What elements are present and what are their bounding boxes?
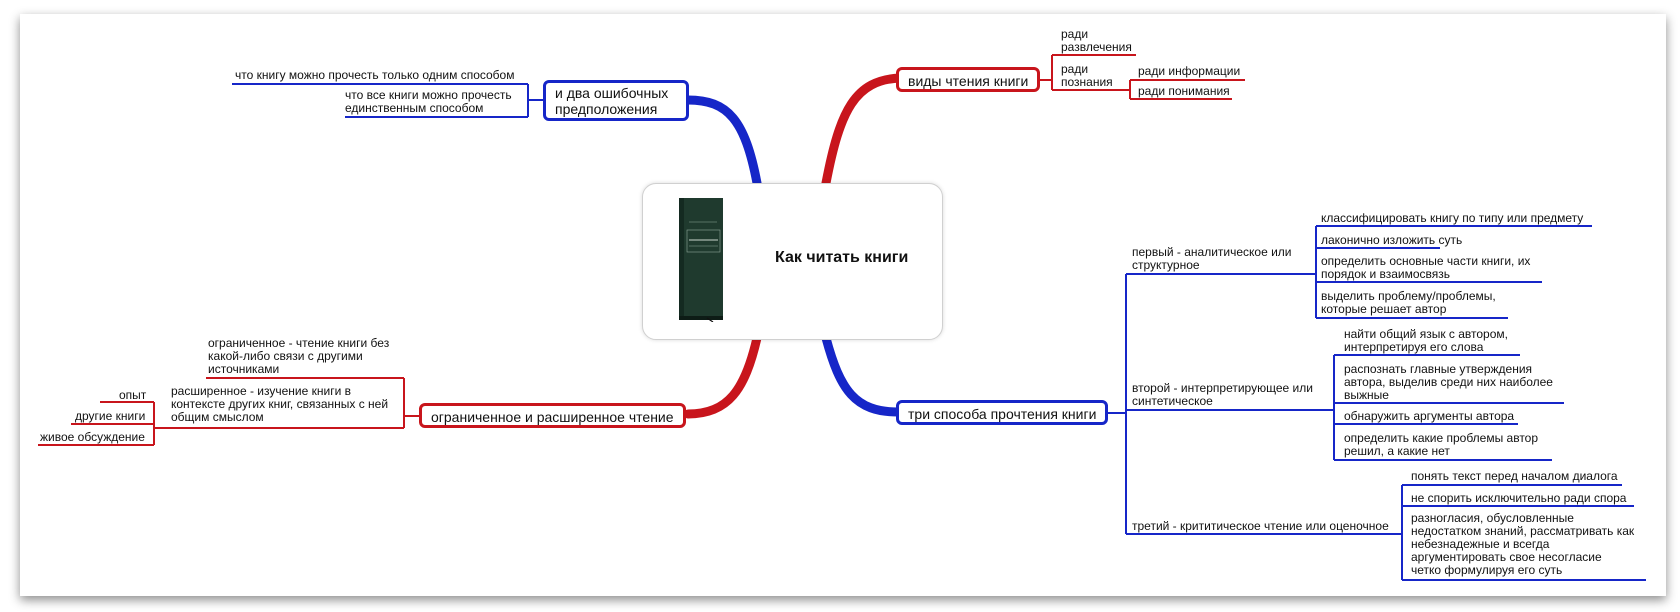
errors-item-one-way[interactable]: что книгу можно прочесть только одним сп… — [235, 68, 515, 82]
second-item-2[interactable]: распознать главные утверждения автора, в… — [1344, 362, 1553, 402]
views-item-understanding[interactable]: ради понимания — [1138, 84, 1230, 98]
views-underline-knowledge — [1052, 80, 1131, 99]
branch-curve-limited — [683, 333, 762, 419]
views-item-entertainment[interactable]: ради развлечения — [1061, 27, 1132, 54]
third-item-3[interactable]: разногласия, обусловленные недостатком з… — [1411, 511, 1635, 577]
limited-item-limited-def[interactable]: ограниченное - чтение книги без какой-ли… — [208, 336, 390, 376]
limited-connector — [403, 378, 419, 428]
limited-item-experience[interactable]: опыт — [119, 388, 147, 402]
second-item-1[interactable]: найти общий язык с автором, интерпретиру… — [1344, 327, 1508, 354]
errors-item-all-books[interactable]: что все книги можно прочесть единственны… — [345, 88, 512, 115]
first-item-4[interactable]: выделить проблему/проблемы, которые реша… — [1321, 289, 1496, 316]
first-item-1[interactable]: классифицировать книгу по типу или предм… — [1321, 211, 1584, 225]
methods-second-label[interactable]: второй - интерпретирующее или синтетичес… — [1132, 381, 1313, 408]
central-topic[interactable]: Как читать книги — [642, 183, 943, 340]
topic-methods[interactable]: три способа прочтения книги — [896, 400, 1109, 425]
methods-first-label[interactable]: первый - аналитическое или структурное — [1132, 245, 1292, 272]
topic-views[interactable]: виды чтения книги — [896, 67, 1041, 92]
central-topic-title: Как читать книги — [775, 249, 909, 266]
limited-item-discussion[interactable]: живое обсуждение — [40, 430, 145, 444]
first-item-3[interactable]: определить основные части книги, их поря… — [1321, 254, 1531, 281]
errors-connector — [527, 84, 543, 117]
branch-curve-views — [821, 73, 905, 188]
views-item-information[interactable]: ради информации — [1138, 64, 1241, 78]
book-cover-image — [677, 198, 725, 322]
limited-item-other-books[interactable]: другие книги — [75, 409, 146, 423]
limited-item-extended-def[interactable]: расширенное - изучение книги в контексте… — [171, 384, 389, 424]
third-item-2[interactable]: не спорить исключительно ради спора — [1411, 491, 1627, 505]
second-item-3[interactable]: обнаружить аргументы автора — [1344, 409, 1515, 423]
branch-curve-errors — [683, 95, 762, 188]
second-item-4[interactable]: определить какие проблемы автор решил, а… — [1344, 431, 1539, 458]
third-item-1[interactable]: понять текст перед началом диалога — [1411, 469, 1618, 483]
topic-errors[interactable]: и два ошибочных предположения — [543, 80, 689, 121]
first-item-2[interactable]: лаконично изложить суть — [1321, 233, 1463, 247]
topic-limited[interactable]: ограниченное и расширенное чтение — [419, 403, 686, 428]
branch-curve-methods — [821, 333, 903, 417]
views-item-knowledge[interactable]: ради познания — [1061, 62, 1113, 89]
methods-connector — [1105, 274, 1127, 534]
methods-third-label[interactable]: третий - крититическое чтение или оценоч… — [1132, 519, 1389, 533]
limited-extended-subconnector — [153, 402, 168, 445]
